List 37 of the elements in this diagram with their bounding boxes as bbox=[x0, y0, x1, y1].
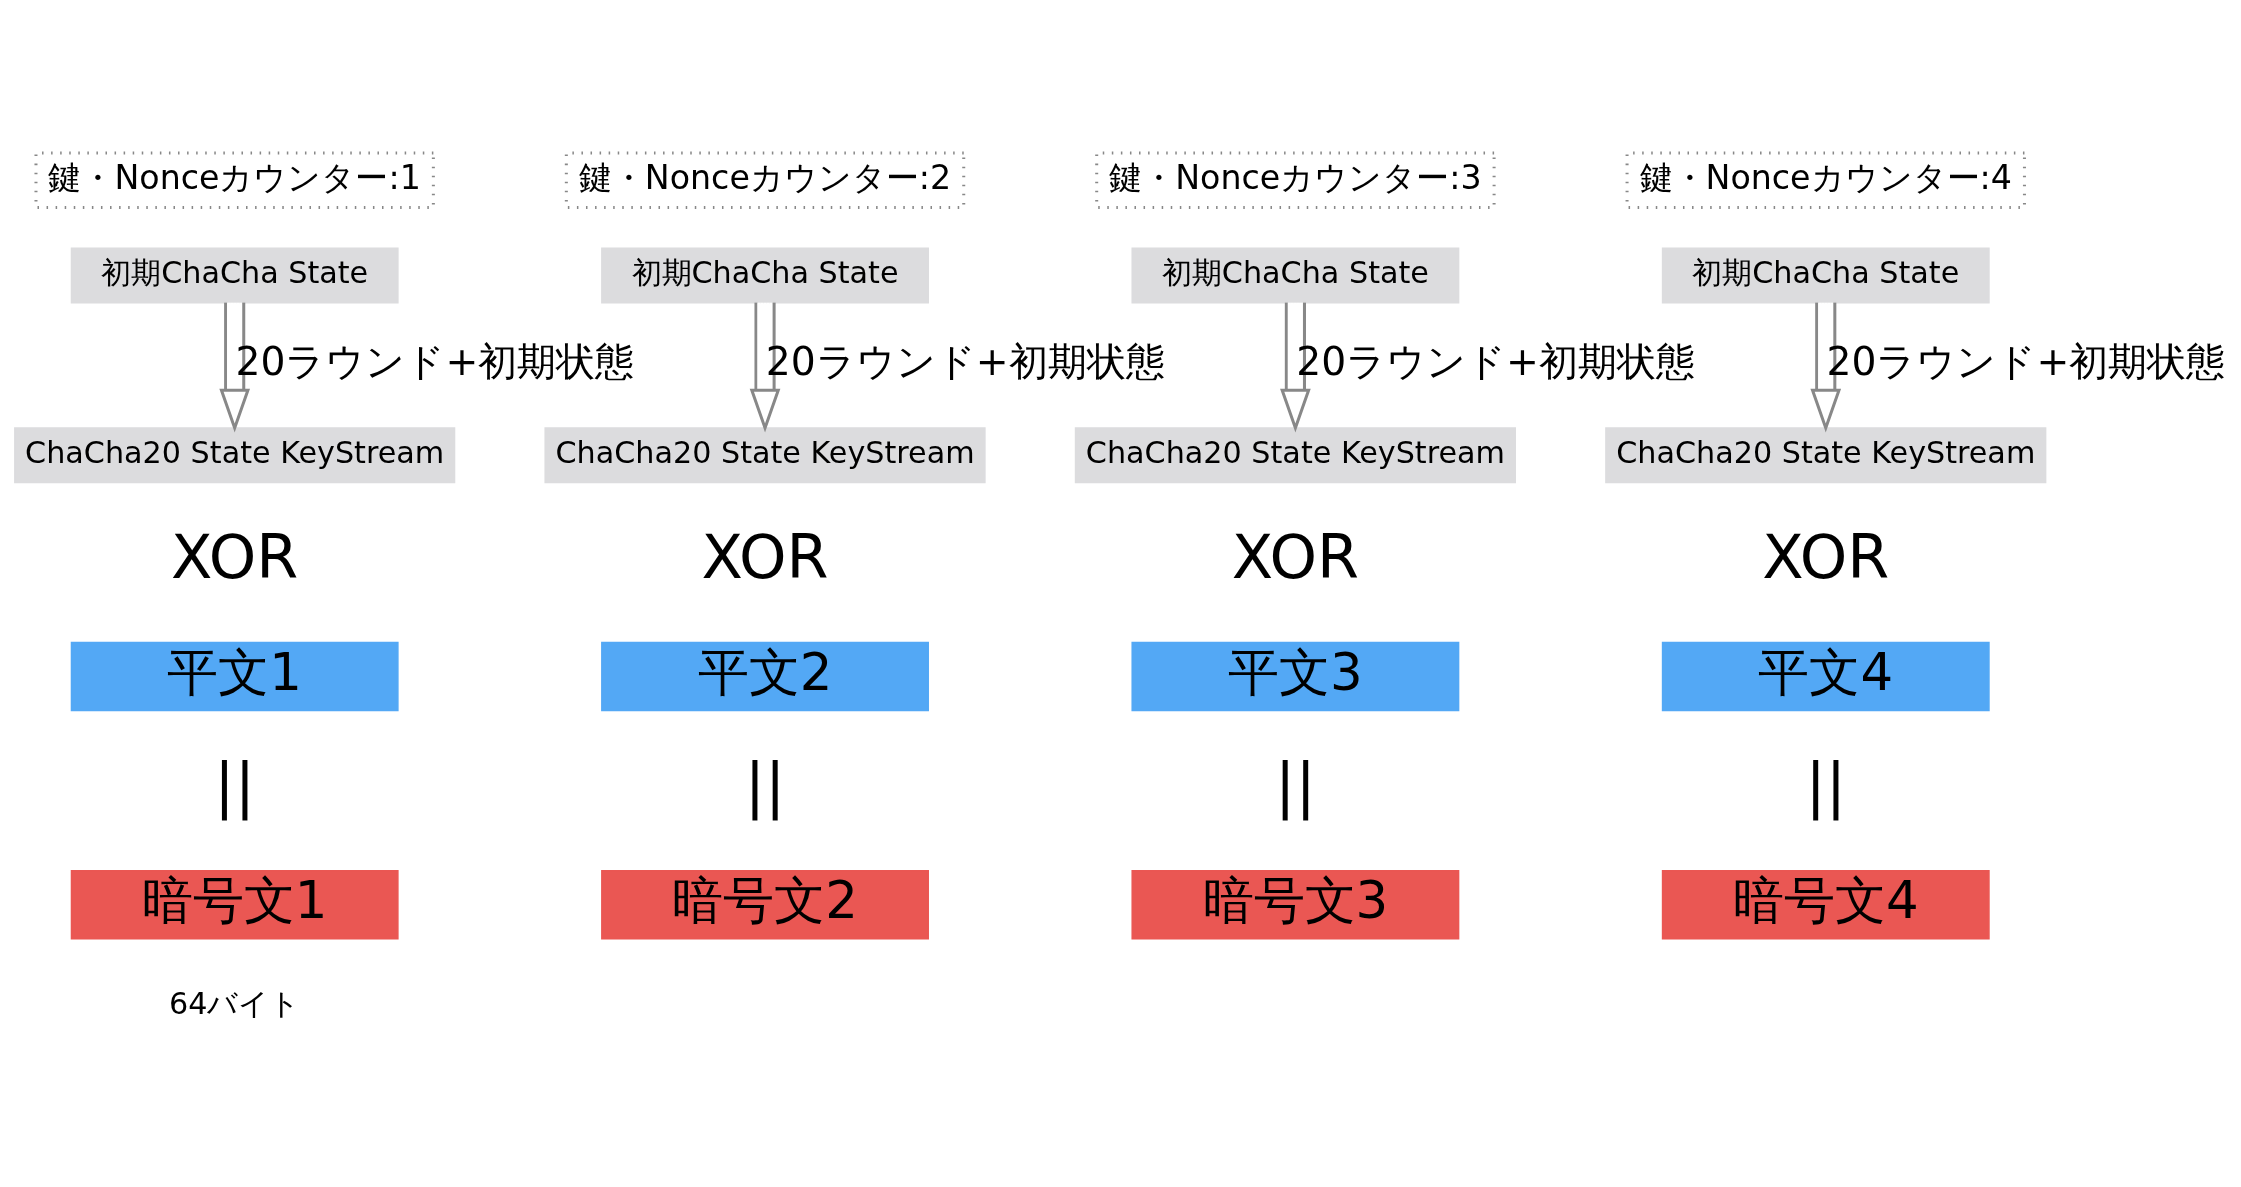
node-box: 平文4 bbox=[1661, 641, 1990, 712]
node-box: 暗号文3 bbox=[1131, 870, 1460, 940]
node-box: 初期ChaCha State bbox=[1661, 247, 1990, 304]
node-box: 初期ChaCha State bbox=[601, 247, 929, 304]
node-box: 平文2 bbox=[601, 641, 929, 712]
arrow bbox=[1810, 302, 1842, 433]
node-box: ChaCha20 State KeyStream bbox=[1074, 427, 1516, 484]
node-box: 平文1 bbox=[70, 641, 399, 712]
label: || bbox=[1275, 749, 1316, 820]
node-box: 暗号文2 bbox=[601, 870, 929, 940]
node-box: 暗号文4 bbox=[1661, 870, 1990, 940]
node-box: 鍵・Nonceカウンター:4 bbox=[1625, 151, 2026, 209]
node-box: ChaCha20 State KeyStream bbox=[14, 427, 456, 484]
node-box: 暗号文1 bbox=[70, 870, 399, 940]
node-box: ChaCha20 State KeyStream bbox=[1605, 427, 2047, 484]
node-box: 初期ChaCha State bbox=[70, 247, 399, 304]
edge-label: 20ラウンド+初期状態 bbox=[1826, 338, 2226, 384]
edge-label: 20ラウンド+初期状態 bbox=[765, 338, 1165, 384]
arrow bbox=[219, 302, 251, 433]
label: XOR bbox=[171, 521, 299, 592]
label: XOR bbox=[1231, 521, 1359, 592]
node-box: 鍵・Nonceカウンター:2 bbox=[564, 151, 966, 209]
arrow bbox=[749, 302, 781, 433]
node-box: 鍵・Nonceカウンター:3 bbox=[1095, 151, 1496, 209]
node-box: ChaCha20 State KeyStream bbox=[544, 427, 986, 484]
label: XOR bbox=[1762, 521, 1890, 592]
label: 64バイト bbox=[168, 986, 301, 1022]
label: || bbox=[1805, 749, 1847, 820]
edge-label: 20ラウンド+初期状態 bbox=[1296, 338, 1696, 384]
edge-label: 20ラウンド+初期状態 bbox=[235, 338, 635, 384]
label: XOR bbox=[701, 521, 829, 592]
node-box: 平文3 bbox=[1131, 641, 1460, 712]
label: || bbox=[744, 749, 786, 820]
node-box: 初期ChaCha State bbox=[1131, 247, 1460, 304]
arrow bbox=[1280, 302, 1311, 433]
node-box: 鍵・Nonceカウンター:1 bbox=[34, 151, 435, 209]
label: || bbox=[214, 749, 256, 820]
